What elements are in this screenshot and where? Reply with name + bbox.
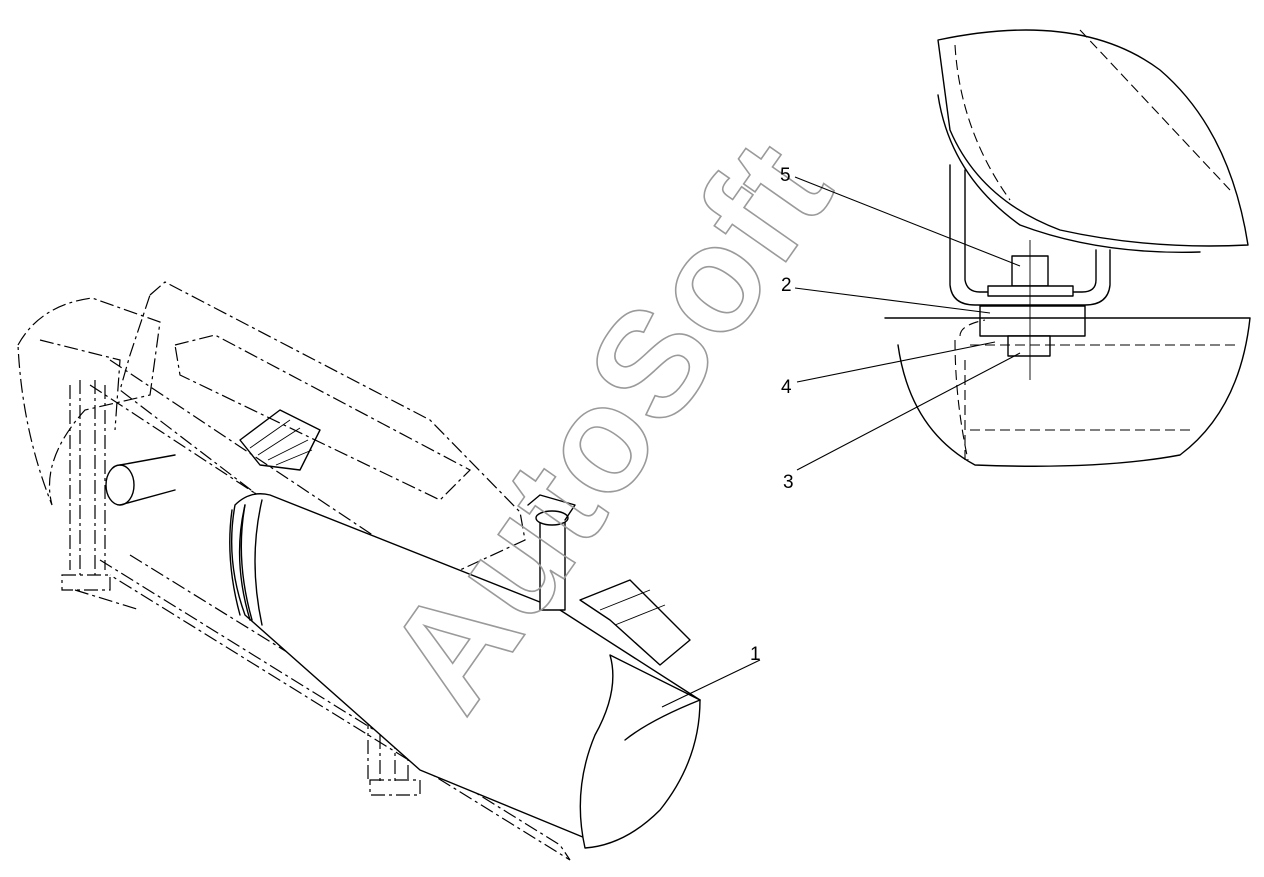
mounting-frame [119, 281, 526, 601]
callout-2: 2 [781, 275, 792, 296]
filler-cap [535, 510, 569, 526]
callouts: 1 2 3 4 5 [661, 165, 1021, 708]
tank-strap [229, 504, 253, 621]
detail-tank-upper [937, 29, 1249, 247]
fuel-tank-assembly [17, 281, 701, 861]
detail-plate-2 [979, 305, 1086, 337]
detail-nut-4 [1007, 335, 1051, 357]
tank-body [230, 493, 701, 841]
hose-end [105, 464, 135, 506]
strap-detail-view [884, 29, 1251, 467]
detail-bracket-lower [884, 317, 1251, 467]
fuel-pump-area [239, 409, 321, 471]
lower-rail [99, 559, 571, 861]
callout-1: 1 [750, 644, 761, 665]
callout-3: 3 [783, 472, 794, 493]
detail-washer [987, 285, 1074, 297]
tank-rear-outline [17, 297, 161, 506]
callout-4: 4 [781, 377, 792, 398]
side-bracket [579, 579, 691, 666]
callout-5: 5 [780, 165, 791, 186]
